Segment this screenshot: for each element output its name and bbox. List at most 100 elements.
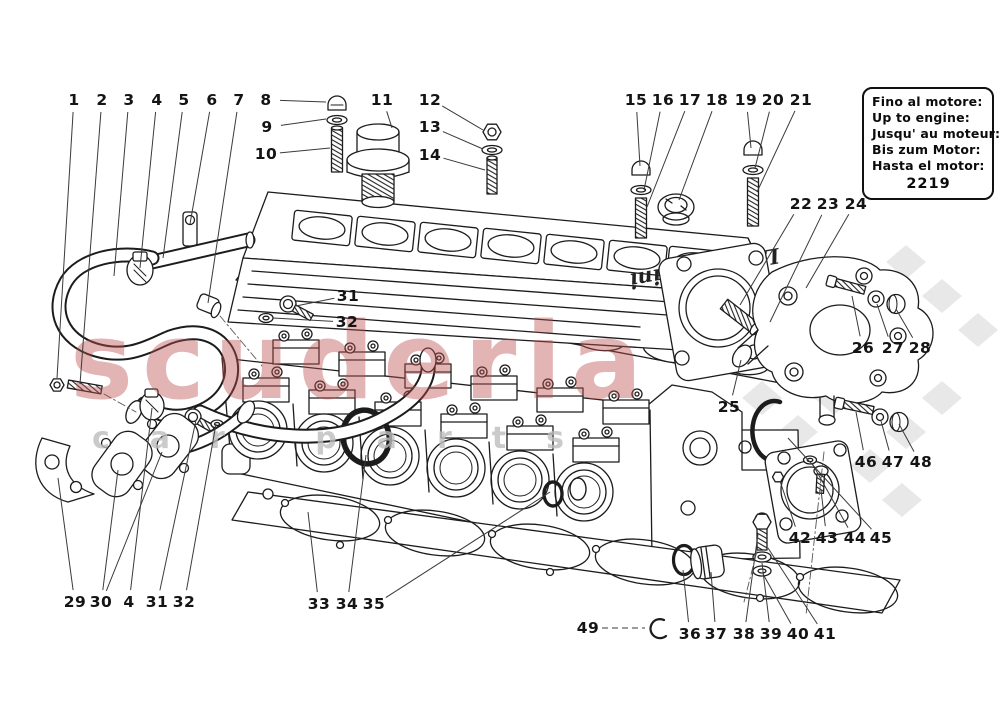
water-outlet-flange	[764, 440, 862, 616]
callout-38: 38	[732, 625, 756, 643]
bolt-washer-plug-lower	[833, 396, 909, 433]
leader-line-32	[272, 317, 334, 322]
leader-line-37	[710, 571, 716, 623]
leader-line-38	[745, 533, 759, 623]
callout-32b: 32	[172, 593, 196, 611]
leader-line-16	[643, 111, 661, 191]
callout-13: 13	[418, 118, 442, 136]
leader-line-21	[756, 110, 796, 193]
acorn-nut-set-right	[742, 140, 764, 227]
leader-line-3	[113, 111, 129, 277]
callout-6: 6	[206, 91, 218, 109]
port-o-ring	[339, 407, 393, 467]
hose-clamp-lower	[139, 388, 165, 421]
stud-and-washers	[743, 513, 772, 603]
leader-line-47	[880, 420, 890, 451]
leader-line-34	[348, 454, 367, 593]
cam-cap-bolt	[258, 295, 314, 324]
leader-line-24	[805, 214, 850, 289]
leader-line-9	[280, 118, 327, 126]
leader-line-29	[57, 477, 74, 591]
acorn-nut-set-left	[326, 95, 348, 173]
bolt-washer-plug-upper	[825, 274, 906, 315]
callout-3: 3	[123, 91, 135, 109]
callout-25: 25	[717, 398, 741, 416]
callout-49: 49	[576, 619, 600, 637]
callout-1: 1	[68, 91, 80, 109]
callout-35: 35	[362, 595, 386, 613]
leader-line-36	[682, 569, 689, 623]
hose-clamp-upper	[126, 251, 154, 286]
leader-line-30	[105, 451, 163, 592]
valve-seals	[542, 477, 587, 508]
callout-19: 19	[734, 91, 758, 109]
breather-hose	[51, 247, 437, 444]
leader-line-8	[279, 99, 327, 103]
callout-36: 36	[678, 625, 702, 643]
leader-line-43	[820, 489, 826, 527]
leader-line-14	[443, 157, 486, 171]
leader-line-26	[851, 295, 861, 337]
water-union-plug	[671, 543, 725, 580]
acorn-nut-set-mid	[630, 160, 652, 239]
callout-31b: 31	[145, 593, 169, 611]
callout-47: 47	[881, 453, 905, 471]
note-box: Fino al motore: Up to engine: Jusqu' au …	[862, 87, 1000, 200]
leader-line-31	[295, 297, 335, 307]
callout-9: 9	[261, 118, 273, 136]
thermostat-gasket-plate	[658, 242, 784, 382]
callout-45: 45	[869, 529, 893, 547]
note-line-es: Hasta el motor:	[872, 158, 985, 173]
leader-line-19	[747, 111, 752, 149]
thermostat-housing	[731, 256, 934, 426]
leader-line-4b	[130, 407, 153, 591]
callout-21: 21	[789, 91, 813, 109]
leader-line-17	[646, 110, 686, 208]
callout-14: 14	[418, 146, 442, 164]
callout-18: 18	[705, 91, 729, 109]
leader-line-20	[754, 111, 770, 169]
leader-line-25	[732, 359, 742, 396]
leader-line-11	[386, 111, 393, 129]
callout-40: 40	[786, 625, 810, 643]
callout-29: 29	[63, 593, 87, 611]
note-line-en: Up to engine:	[872, 110, 970, 125]
oil-filler-neck	[346, 123, 410, 209]
leader-line-10	[279, 147, 331, 154]
leader-line-44	[811, 462, 849, 528]
callout-41: 41	[813, 625, 837, 643]
note-line-fr: Jusqu' au moteur:	[872, 126, 1000, 141]
breather-pipe	[144, 211, 256, 270]
callout-44: 44	[843, 529, 867, 547]
callout-5: 5	[178, 91, 190, 109]
plug-fitting	[196, 293, 263, 367]
callout-48: 48	[909, 453, 933, 471]
leader-line-40	[762, 573, 792, 624]
callout-26: 26	[851, 339, 875, 357]
callout-27: 27	[881, 339, 905, 357]
leader-line-4	[139, 111, 157, 269]
leader-line-28	[895, 308, 914, 339]
oil-filler-cap	[657, 193, 695, 226]
callout-42: 42	[788, 529, 812, 547]
callout-12: 12	[418, 91, 442, 109]
leader-lines	[56, 99, 915, 629]
leader-line-6	[189, 111, 211, 225]
watermark-title: scuderia	[70, 300, 651, 423]
callout-10: 10	[254, 145, 278, 163]
circlip	[649, 618, 668, 640]
leader-line-35	[385, 491, 551, 599]
leader-line-1	[56, 111, 74, 379]
leader-line-45	[787, 437, 872, 530]
callout-32: 32	[335, 313, 359, 331]
callout-4b: 4	[123, 593, 135, 611]
top-hardware	[258, 95, 764, 324]
watermark: scuderia car parts	[70, 300, 651, 456]
leader-line-22	[739, 214, 795, 306]
callout-31: 31	[336, 287, 360, 305]
callout-2: 2	[96, 91, 108, 109]
leader-line-48	[898, 423, 915, 452]
callout-8: 8	[260, 91, 272, 109]
